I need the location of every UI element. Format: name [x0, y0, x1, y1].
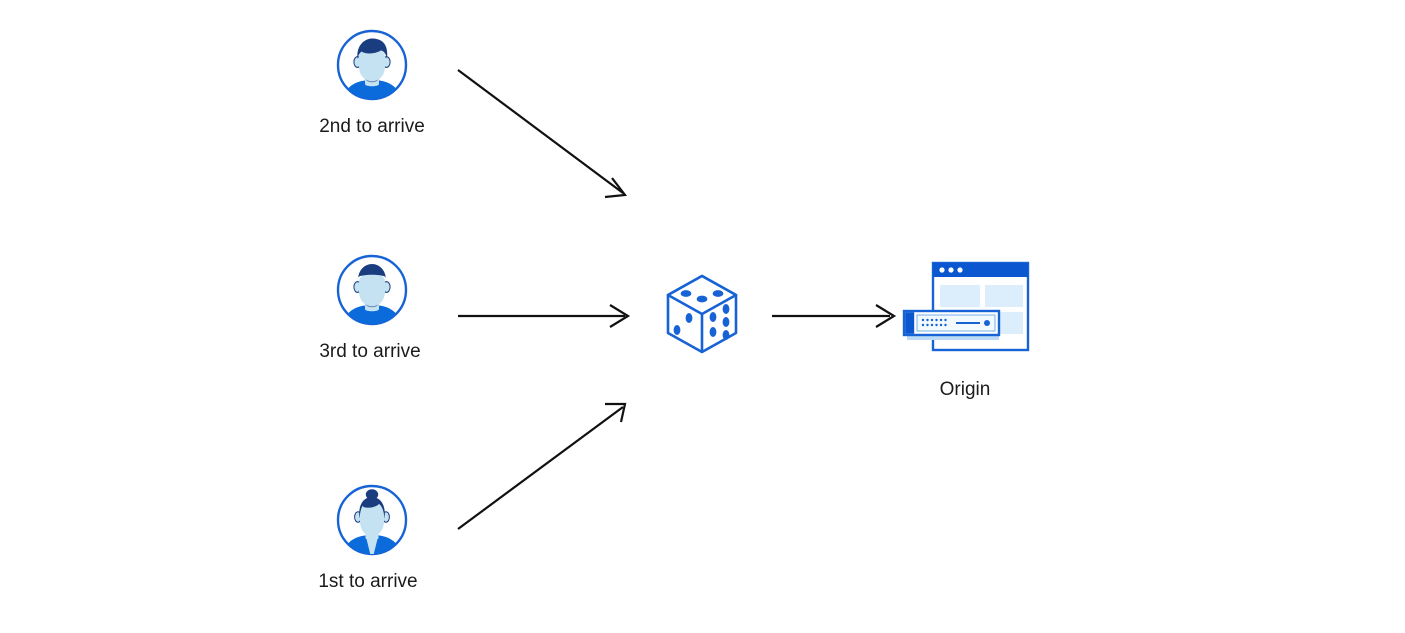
origin-label: Origin: [939, 379, 991, 400]
dice-right-pips: [709, 304, 730, 340]
client-label-1st: 1st to arrive: [318, 571, 418, 592]
arrow-1st-to-dice: [457, 402, 627, 530]
browser-window-server-icon: [895, 258, 1035, 368]
dice-cube-icon: [656, 268, 748, 360]
client-label-3rd: 3rd to arrive: [319, 341, 421, 362]
user-avatar-icon: [335, 483, 409, 557]
arrow-3rd-to-dice: [458, 304, 631, 328]
dice-top-pips: [680, 290, 724, 303]
user-avatar-icon: [335, 28, 409, 102]
client-label-2nd: 2nd to arrive: [319, 116, 425, 137]
user-avatar-icon: [335, 253, 409, 327]
dice-left-pips: [673, 313, 693, 335]
arrow-dice-to-origin: [772, 304, 897, 328]
server-device-icon: [902, 309, 1001, 340]
